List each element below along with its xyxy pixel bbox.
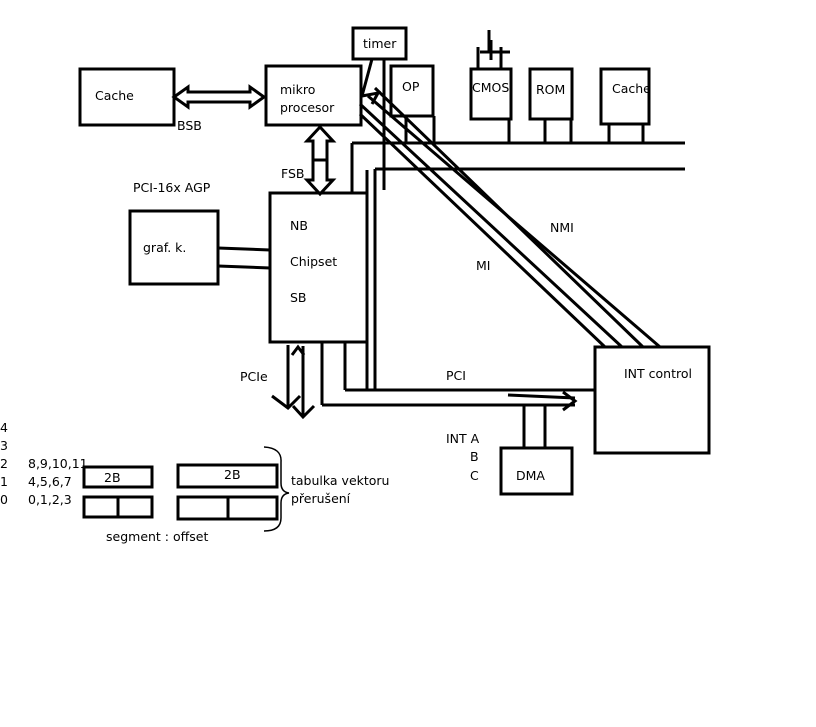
battery-icon [476,30,510,69]
int-control-label: INT control [624,366,692,381]
int-control-box [593,345,711,455]
mi-line [358,102,624,349]
vector-table-label-1: tabulka vektoru [291,473,389,488]
dma-label: DMA [516,468,545,483]
chipset-sb-label: SB [290,290,307,305]
agp-bus [217,246,271,270]
segment-2b-box [82,465,154,489]
segment-2b-label: 2B [104,470,121,485]
op-box [389,64,435,118]
bsb-label: BSB [177,118,202,133]
graphics-card-box [128,209,220,286]
dma-box [499,446,574,496]
rom-box [528,67,574,121]
index-0-values: 0,1,2,3 [28,492,72,507]
nmi-label: NMI [550,220,574,235]
index-2-values: 8,9,10,11 [28,456,88,471]
microprocessor-label-1: mikro [280,82,315,97]
pci16-agp-label: PCI-16x AGP [133,180,211,195]
chipset-nb-label: NB [290,218,308,233]
vector-table-label-2: přerušení [291,491,351,506]
index-1: 1 [0,474,8,489]
op-label: OP [402,79,420,94]
pci-bus [320,342,595,448]
vector-table-brace [263,446,290,532]
mi-label: MI [476,258,490,273]
index-2: 2 [0,456,8,471]
chipset-vertical-bus [365,169,377,390]
bsb-double-arrow [171,84,267,110]
pcie-label: PCIe [240,369,268,384]
index-4: 4 [0,420,8,435]
nmi-line [367,86,661,349]
graphics-card-label: graf. k. [143,240,186,255]
int-a-label: INT A [446,431,480,446]
index-0: 0 [0,492,8,507]
int-b-label: B [470,449,479,464]
timer-box [351,26,408,61]
offset-2b-label: 2B [224,467,241,482]
pci-label: PCI [446,368,466,383]
cache-right-box [599,67,651,126]
pcie-arrows [271,344,316,420]
cmos-label: CMOS [472,80,509,95]
cmos-box [469,67,513,121]
cache-left-label: Cache [95,88,134,103]
int-c-label: C [470,468,479,483]
index-3: 3 [0,438,8,453]
fsb-double-arrow [303,124,337,197]
memory-bus [350,116,685,193]
index-1-values: 4,5,6,7 [28,474,72,489]
microprocessor-label-2: procesor [280,100,335,115]
rom-label: ROM [536,82,565,97]
timer-label: timer [363,36,397,51]
chipset-label: Chipset [290,254,337,269]
fsb-label: FSB [281,166,304,181]
nmi-arrowhead [361,90,381,105]
offset-2b-box [176,463,279,489]
cache-right-label: Cache [612,81,651,96]
segment-offset-label: segment : offset [106,529,208,544]
